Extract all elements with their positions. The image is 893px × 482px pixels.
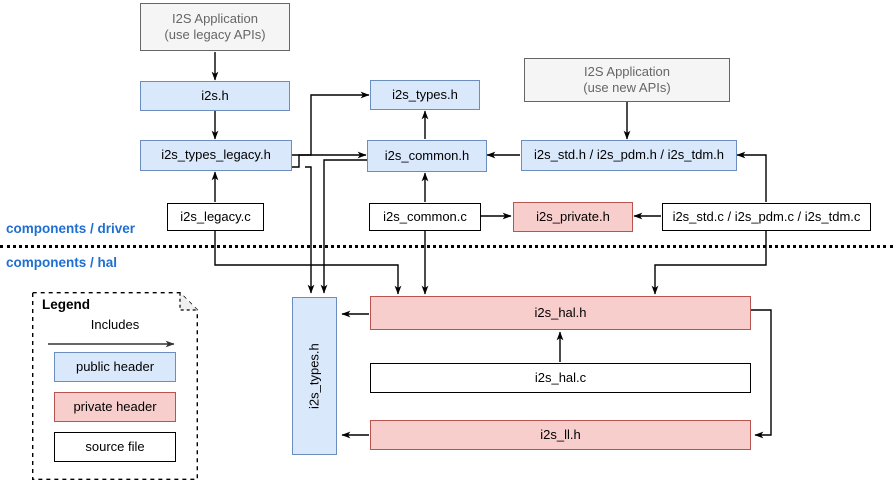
edge-common-h-to-types-hal (320, 159, 369, 294)
node-i2s-hal-c[interactable]: i2s_hal.c (370, 363, 751, 393)
node-i2s-hal-h[interactable]: i2s_hal.h (370, 296, 751, 330)
node-i2s-ll-h[interactable]: i2s_ll.h (370, 420, 751, 450)
region-label-hal: components / hal (6, 255, 118, 270)
layer-divider (0, 245, 893, 248)
node-i2s-std-c[interactable]: i2s_std.c / i2s_pdm.c / i2s_tdm.c (662, 203, 871, 231)
legend-includes-arrow (48, 340, 175, 348)
node-i2s-private-h[interactable]: i2s_private.h (513, 202, 633, 232)
legend-swatch-private-header: private header (54, 392, 176, 422)
legend: Legend Includes public header private he… (32, 292, 198, 480)
node-i2s-types-legacy-h[interactable]: i2s_types_legacy.h (140, 140, 292, 171)
edge-std-c-to-hal-h (651, 231, 767, 295)
node-i2s-types-h-hal[interactable]: i2s_types.h (292, 297, 337, 455)
node-i2s-common-h[interactable]: i2s_common.h (367, 140, 487, 172)
node-i2s-types-h-driver[interactable]: i2s_types.h (370, 80, 480, 110)
legend-swatch-public-header: public header (54, 352, 176, 382)
edge-types-legacy-to-common-h (292, 151, 367, 168)
legend-swatch-source-file: source file (54, 432, 176, 462)
edge-types-legacy-to-types-h (292, 91, 370, 156)
edge-legacy-c-to-hal-h (214, 231, 402, 295)
node-app-legacy[interactable]: I2S Application (use legacy APIs) (140, 3, 290, 51)
node-i2s-common-c[interactable]: i2s_common.c (369, 203, 481, 231)
node-i2s-std-h[interactable]: i2s_std.h / i2s_pdm.h / i2s_tdm.h (521, 140, 737, 171)
edge-hal-h-to-ll-h (751, 309, 772, 439)
legend-title: Legend (42, 297, 91, 312)
node-i2s-legacy-c[interactable]: i2s_legacy.c (167, 203, 264, 231)
node-app-new[interactable]: I2S Application (use new APIs) (524, 58, 730, 102)
node-i2s-h[interactable]: i2s.h (140, 81, 290, 111)
legend-includes-label: Includes (90, 317, 140, 332)
edge-std-c-to-std-h (736, 151, 767, 202)
edge-types-legacy-to-types-hal (305, 166, 315, 294)
region-label-driver: components / driver (6, 221, 136, 236)
